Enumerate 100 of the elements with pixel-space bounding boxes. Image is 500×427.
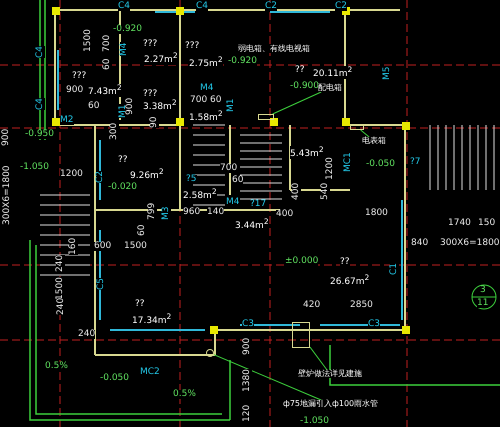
dimension-text: 799 <box>148 202 157 220</box>
elevation-text: -0.950 <box>25 130 54 139</box>
room-label: ?? <box>118 156 128 165</box>
dimension-text: 2850 <box>350 301 373 310</box>
opening-tag: C4 <box>196 2 208 11</box>
room-label: ??? <box>143 40 158 49</box>
area-label: 5.43m$^{2}$ <box>290 146 324 159</box>
opening-tag: C4 <box>36 98 45 110</box>
opening-tag: C2 <box>96 170 105 183</box>
dimension-text: 960 <box>183 208 200 217</box>
opening-tag: M4 <box>226 198 240 207</box>
opening-tag: C4 <box>36 46 45 58</box>
room-label: ?? <box>340 258 350 267</box>
dimension-text: 900 <box>66 86 84 95</box>
area-label: 1.58m$^{2}$ <box>189 110 223 123</box>
opening-tag: M4 <box>120 42 129 56</box>
dimension-text: 420 <box>303 301 320 310</box>
dimension-text: 240 <box>57 298 66 315</box>
elevation-text: -0.920 <box>113 25 142 34</box>
opening-tag: M1 <box>227 98 236 112</box>
elevation-text: -0.920 <box>228 57 258 66</box>
opening-tag: C5 <box>97 278 106 290</box>
dimension-text: 1500 <box>124 242 147 251</box>
dimension-text: 150 <box>478 219 496 228</box>
dimension-text: 300X6=1800 <box>440 239 500 248</box>
dimension-text: 60 <box>138 224 147 236</box>
dimension-text: 60 <box>88 102 100 111</box>
room-label: ??? <box>143 90 158 99</box>
leader-line <box>214 354 322 400</box>
annotation-text: 配电箱 <box>318 84 342 92</box>
area-label: 26.67m$^{2}$ <box>330 274 370 287</box>
area-label: 2.75m$^{2}$ <box>189 56 223 69</box>
room-label: ?? <box>295 66 305 75</box>
opening-tag: M2 <box>60 116 74 125</box>
dimension-text: 540 <box>321 182 330 200</box>
elevation-text: -1.050 <box>300 417 330 426</box>
area-label: 3.38m$^{2}$ <box>143 99 177 112</box>
dimension-text: 160 <box>69 238 78 255</box>
room-label: ?? <box>135 300 145 309</box>
leader-line <box>360 130 370 138</box>
elevation-text: 0.5% <box>173 390 196 399</box>
elevation-text: 3 <box>480 286 486 295</box>
opening-tag: C3 <box>368 320 380 329</box>
annotation-text: ф75地漏引入ф100雨水管 <box>283 400 378 408</box>
elevation-text: -0.020 <box>108 183 138 192</box>
dimension-text: 600 <box>94 242 112 251</box>
elevation-text: ±0.000 <box>285 257 318 266</box>
annotation-text: 弱电箱、有线电视箱 <box>238 45 310 53</box>
dimension-text: 700 <box>103 34 112 52</box>
dimension-text: 1200 <box>60 170 83 179</box>
area-label: 2.27m$^{2}$ <box>144 52 178 65</box>
area-label: 3.44m$^{2}$ <box>235 218 269 231</box>
dimension-text: 840 <box>411 239 428 248</box>
dimension-text: 900 <box>2 128 11 146</box>
dimension-text: 400 <box>276 210 294 219</box>
dimension-text: 1740 <box>448 219 471 228</box>
dimension-text: 140 <box>207 208 224 217</box>
opening-tag: ?17 <box>250 200 266 209</box>
dimension-text: 700 <box>220 164 238 173</box>
opening-tag: M5 <box>383 66 392 80</box>
opening-tag: M4 <box>200 84 214 93</box>
area-label: 17.34m$^{2}$ <box>132 313 172 326</box>
fixture-outline <box>350 124 364 130</box>
dimension-text: 1500 <box>56 277 65 300</box>
annotation-text: 电表箱 <box>362 137 386 145</box>
elevation-text: 0.5% <box>45 362 68 371</box>
area-label: 20.11m$^{2}$ <box>313 66 352 79</box>
fixture-outline <box>292 322 310 348</box>
dimension-text: 400 <box>292 182 301 200</box>
dimension-text: 60 <box>103 58 112 70</box>
dimension-text: 300X6=1800 <box>3 165 12 225</box>
elevation-text: 11 <box>477 299 488 308</box>
dimension-text: 60 <box>232 176 244 185</box>
dimension-text: 1380 <box>243 369 252 392</box>
dimension-text: 300 <box>110 122 119 140</box>
fixture-outline <box>258 114 274 120</box>
opening-tag: C2 <box>265 2 278 11</box>
opening-tag: C2 <box>335 2 348 11</box>
dimension-text: 240 <box>78 330 96 339</box>
dimension-text: 60 <box>210 96 222 105</box>
opening-tag: MC2 <box>140 368 160 377</box>
dimension-text: 90 <box>150 116 159 128</box>
dimension-text: 1200 <box>326 157 335 180</box>
elevation-text: -1.050 <box>20 163 50 172</box>
dimension-text: 900 <box>243 338 252 355</box>
dimension-text: 120 <box>243 404 252 422</box>
dimension-text: 240 <box>56 254 65 272</box>
opening-tag: ?5 <box>186 175 197 184</box>
leader-line <box>272 92 322 114</box>
opening-tag: C4 <box>118 2 130 11</box>
area-label: 9.26m$^{2}$ <box>130 168 164 181</box>
opening-tag: M3 <box>162 206 171 220</box>
elevation-text: -0.050 <box>100 374 130 383</box>
room-label: ??? <box>72 72 86 81</box>
room-label: ??? <box>185 42 200 51</box>
dimension-text: 1500 <box>84 29 93 52</box>
dimension-text: 700 <box>190 96 208 105</box>
elevation-text: -0.050 <box>366 160 396 169</box>
dimension-text: 1800 <box>365 209 388 218</box>
opening-tag: C1 <box>390 262 399 275</box>
